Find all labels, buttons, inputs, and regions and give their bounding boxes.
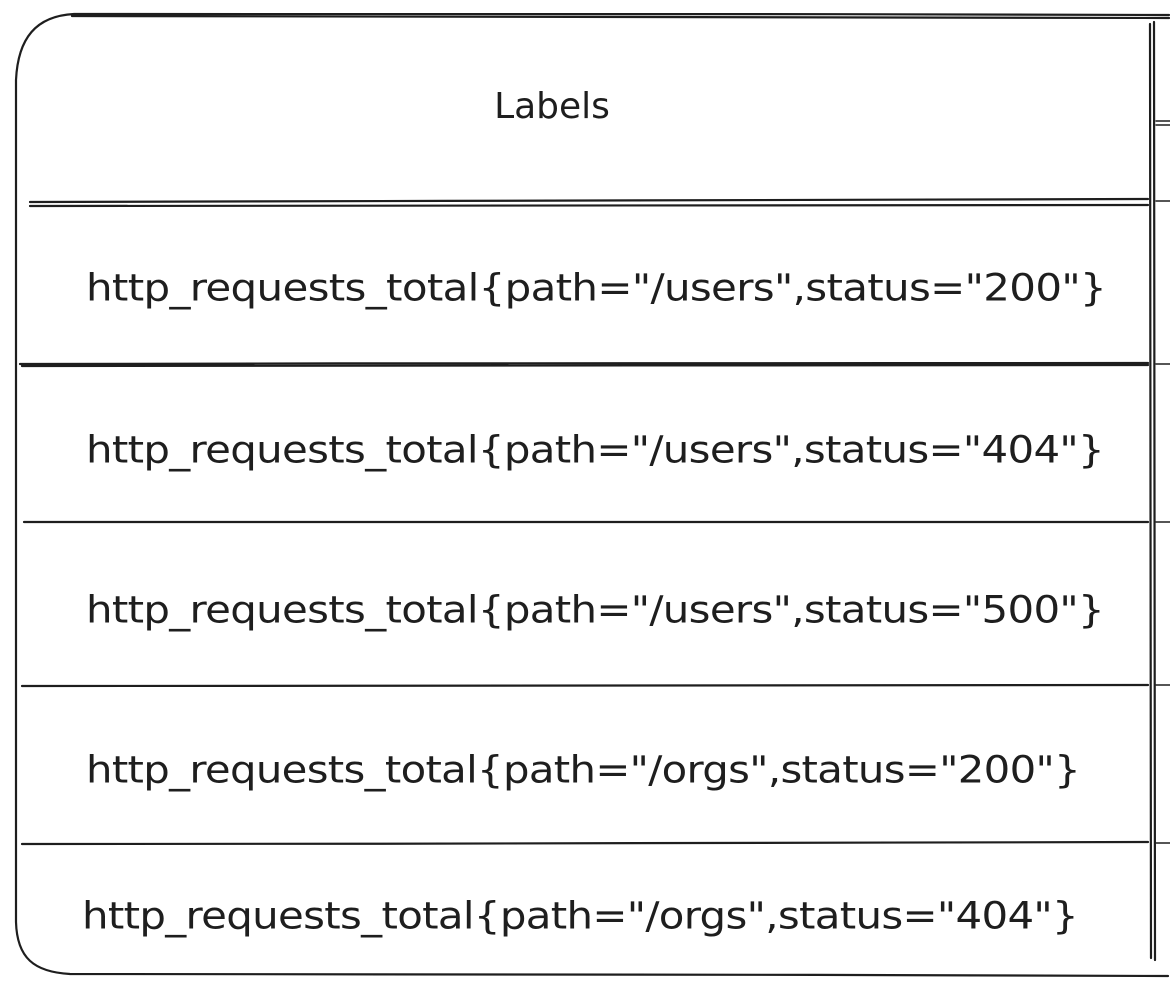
table-frame (14, 12, 1170, 978)
column-divider (1148, 20, 1157, 962)
row-separator-4 (20, 840, 1150, 846)
header-separator (28, 197, 1150, 208)
row-label-3: http_requests_total{path="/users",status… (86, 589, 1104, 632)
header-labels: Labels (494, 86, 610, 127)
row-label-1: http_requests_total{path="/users",status… (86, 267, 1106, 310)
next-column-row-ticks (1155, 200, 1170, 844)
next-column-header-line (1155, 120, 1170, 126)
row-separator-3 (20, 683, 1150, 688)
row-label-5: http_requests_total{path="/orgs",status=… (82, 895, 1078, 938)
row-label-2: http_requests_total{path="/users",status… (86, 429, 1104, 472)
row-label-4: http_requests_total{path="/orgs",status=… (86, 749, 1080, 792)
row-separator-1 (18, 361, 1150, 368)
